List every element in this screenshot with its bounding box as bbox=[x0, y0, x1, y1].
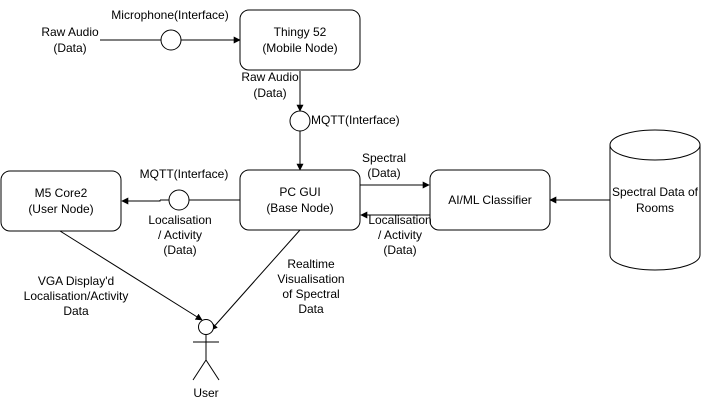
vga-label-line1: VGA Display'd bbox=[38, 274, 114, 288]
thingy-node-subtitle: (Mobile Node) bbox=[262, 41, 337, 55]
realtime-label-line2: Visualisation bbox=[277, 272, 344, 286]
m5-to-user-arrow bbox=[59, 230, 203, 321]
mqtt-interface-circle-top bbox=[289, 110, 311, 132]
realtime-label-line3: of Spectral bbox=[282, 287, 339, 301]
mqtt-interface-label-top: MQTT(Interface) bbox=[311, 113, 400, 127]
localisation-right-label-line1: Localisation bbox=[368, 213, 431, 227]
raw-audio-down-label-line1: Raw Audio bbox=[241, 70, 299, 84]
raw-audio-input-label-line2: (Data) bbox=[53, 41, 86, 55]
mqtt-to-m5-arrow bbox=[121, 197, 161, 205]
realtime-label-line1: Realtime bbox=[287, 257, 335, 271]
classifier-node: AI/ML Classifier bbox=[429, 169, 551, 231]
spectral-label-line2: (Data) bbox=[367, 166, 400, 180]
thingy-node: Thingy 52 (Mobile Node) bbox=[239, 9, 361, 71]
m5-node-title: M5 Core2 bbox=[35, 186, 88, 200]
database-label-line1: Spectral Data of bbox=[612, 185, 699, 199]
pcgui-to-user-arrow bbox=[210, 229, 301, 331]
pcgui-node: PC GUI (Base Node) bbox=[239, 169, 361, 231]
vga-label-line3: Data bbox=[63, 304, 89, 318]
mqtt-interface-label-left: MQTT(Interface) bbox=[140, 167, 229, 181]
thingy-node-title: Thingy 52 bbox=[274, 25, 327, 39]
classifier-node-title: AI/ML Classifier bbox=[448, 193, 532, 207]
mqtt-interface-circle-left bbox=[168, 189, 190, 211]
user-label: User bbox=[193, 386, 218, 400]
localisation-left-label-line2: / Activity bbox=[158, 228, 202, 242]
vga-label-line2: Localisation/Activity bbox=[24, 289, 129, 303]
localisation-left-label-line1: Localisation bbox=[148, 213, 211, 227]
raw-audio-input-label-line1: Raw Audio bbox=[41, 25, 99, 39]
microphone-interface-circle bbox=[160, 29, 182, 51]
spectral-label-line1: Spectral bbox=[362, 151, 406, 165]
localisation-right-label-line3: (Data) bbox=[383, 243, 416, 257]
user-actor-icon bbox=[192, 319, 220, 381]
database-label-line2: Rooms bbox=[636, 201, 674, 215]
localisation-left-label-line3: (Data) bbox=[163, 243, 196, 257]
localisation-right-label-line2: / Activity bbox=[378, 228, 422, 242]
pcgui-node-title: PC GUI bbox=[279, 185, 320, 199]
realtime-label-line4: Data bbox=[298, 302, 324, 316]
microphone-interface-label: Microphone(Interface) bbox=[111, 8, 228, 22]
m5-node: M5 Core2 (User Node) bbox=[0, 170, 122, 232]
database-cylinder: Spectral Data of Rooms bbox=[609, 129, 701, 271]
pcgui-node-subtitle: (Base Node) bbox=[266, 201, 333, 215]
m5-node-subtitle: (User Node) bbox=[28, 202, 93, 216]
raw-audio-down-label-line2: (Data) bbox=[253, 86, 286, 100]
